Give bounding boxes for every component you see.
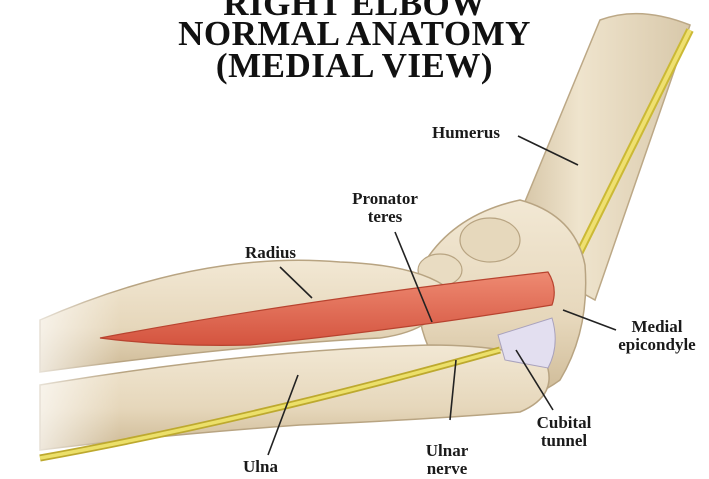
label-pronator-line2: teres xyxy=(345,208,425,226)
label-pronator-teres: Pronator teres xyxy=(345,190,425,226)
label-nerve-line1: Ulnar xyxy=(412,442,482,460)
label-medial-epicondyle: Medial epicondyle xyxy=(607,318,707,354)
label-epicondyle-line2: epicondyle xyxy=(607,336,707,354)
label-pronator-line1: Pronator xyxy=(345,190,425,208)
label-epicondyle-line1: Medial xyxy=(607,318,707,336)
label-cubital-line2: tunnel xyxy=(524,432,604,450)
label-radius: Radius xyxy=(245,244,296,262)
label-cubital-tunnel: Cubital tunnel xyxy=(524,414,604,450)
label-ulna: Ulna xyxy=(243,458,278,476)
title-line-3: (MEDIAL VIEW) xyxy=(0,48,709,83)
label-nerve-line2: nerve xyxy=(412,460,482,478)
label-humerus: Humerus xyxy=(432,124,500,142)
label-ulnar-nerve: Ulnar nerve xyxy=(412,442,482,478)
label-cubital-line1: Cubital xyxy=(524,414,604,432)
